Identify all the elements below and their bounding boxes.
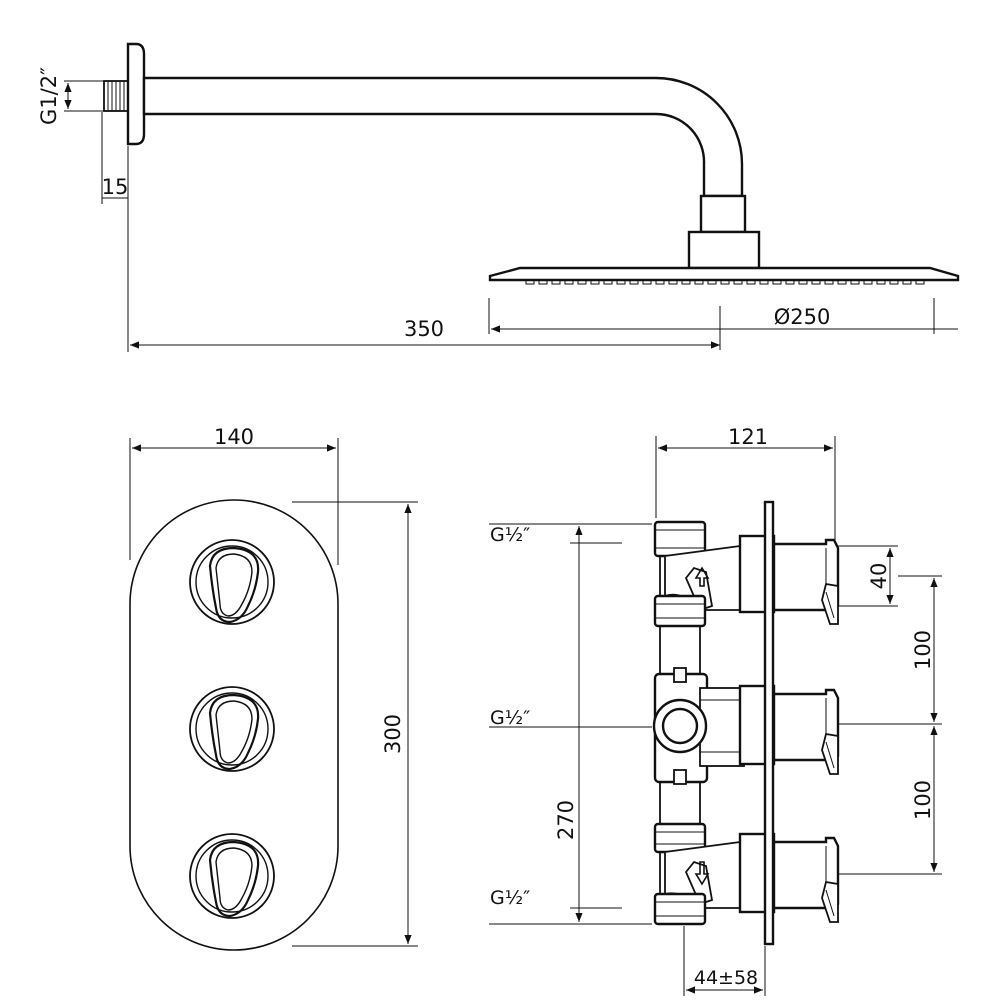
nozzle [759,279,769,285]
shower-arm-tube [142,76,744,198]
nozzle [876,279,886,285]
nozzle [863,279,873,285]
nozzle [889,279,899,285]
inlet-thread [103,80,129,112]
nozzle [603,279,613,285]
arm-collar [699,194,747,234]
nozzle [564,279,574,285]
nozzle [616,279,626,285]
handle-middle [772,688,840,775]
nozzle [798,279,808,285]
faceplate-view: 140 300 [129,425,418,951]
nozzle [655,279,665,285]
nozzle [694,279,704,285]
nozzle [590,279,600,285]
port-bottom-label: G½″ [490,887,530,909]
port-top-label: G½″ [490,524,530,546]
handle-top [772,538,840,625]
port-middle-label: G½″ [490,707,530,729]
nozzle [785,279,795,285]
nozzle [850,279,860,285]
nozzle [642,279,652,285]
handle-bottom [772,836,840,923]
nozzle [538,279,548,285]
nozzle [668,279,678,285]
nozzle [681,279,691,285]
middle-port [652,667,745,785]
nozzle [824,279,834,285]
nozzle [837,279,847,285]
nozzle [772,279,782,285]
port-spacing-label: 270 [554,800,578,840]
body-depth-label: 121 [728,425,768,449]
control-knob-bottom [189,833,275,919]
nozzle [902,279,912,285]
shower-head-nozzles [525,279,925,285]
plate-height-label: 300 [381,714,405,754]
nozzle [811,279,821,285]
control-knob-middle [189,686,275,772]
handle-depth-label: 40 [867,563,891,590]
nozzle [915,279,925,285]
flange-offset-label: 15 [102,175,129,199]
nozzle [551,279,561,285]
nozzle [525,279,535,285]
nozzle [707,279,717,285]
shower-arm-view: G1/2″ 15 350 Ø250 [37,42,960,352]
bottom-port [653,822,741,926]
nozzle [720,279,730,285]
nozzle [733,279,743,285]
install-depth-label: 44±58 [694,967,758,989]
nozzle [629,279,639,285]
faceplate-outline [129,499,339,951]
nozzle [577,279,587,285]
spacing-lower-label: 100 [911,780,935,820]
valve-side-view: 121 G½″ G½″ G½″ 270 40 100 100 44±58 [489,425,942,996]
nozzle [746,279,756,285]
wall-flange [126,42,146,146]
control-knob-top [189,539,275,625]
top-port [653,520,741,628]
plate-width-label: 140 [214,425,254,449]
inlet-thread-label: G1/2″ [37,67,61,125]
head-connector [687,230,761,270]
arm-projection-label: 350 [404,317,444,341]
spacing-upper-label: 100 [911,630,935,670]
shower-head [488,266,960,282]
head-diameter-label: Ø250 [774,305,831,329]
wall-plate [763,500,775,946]
